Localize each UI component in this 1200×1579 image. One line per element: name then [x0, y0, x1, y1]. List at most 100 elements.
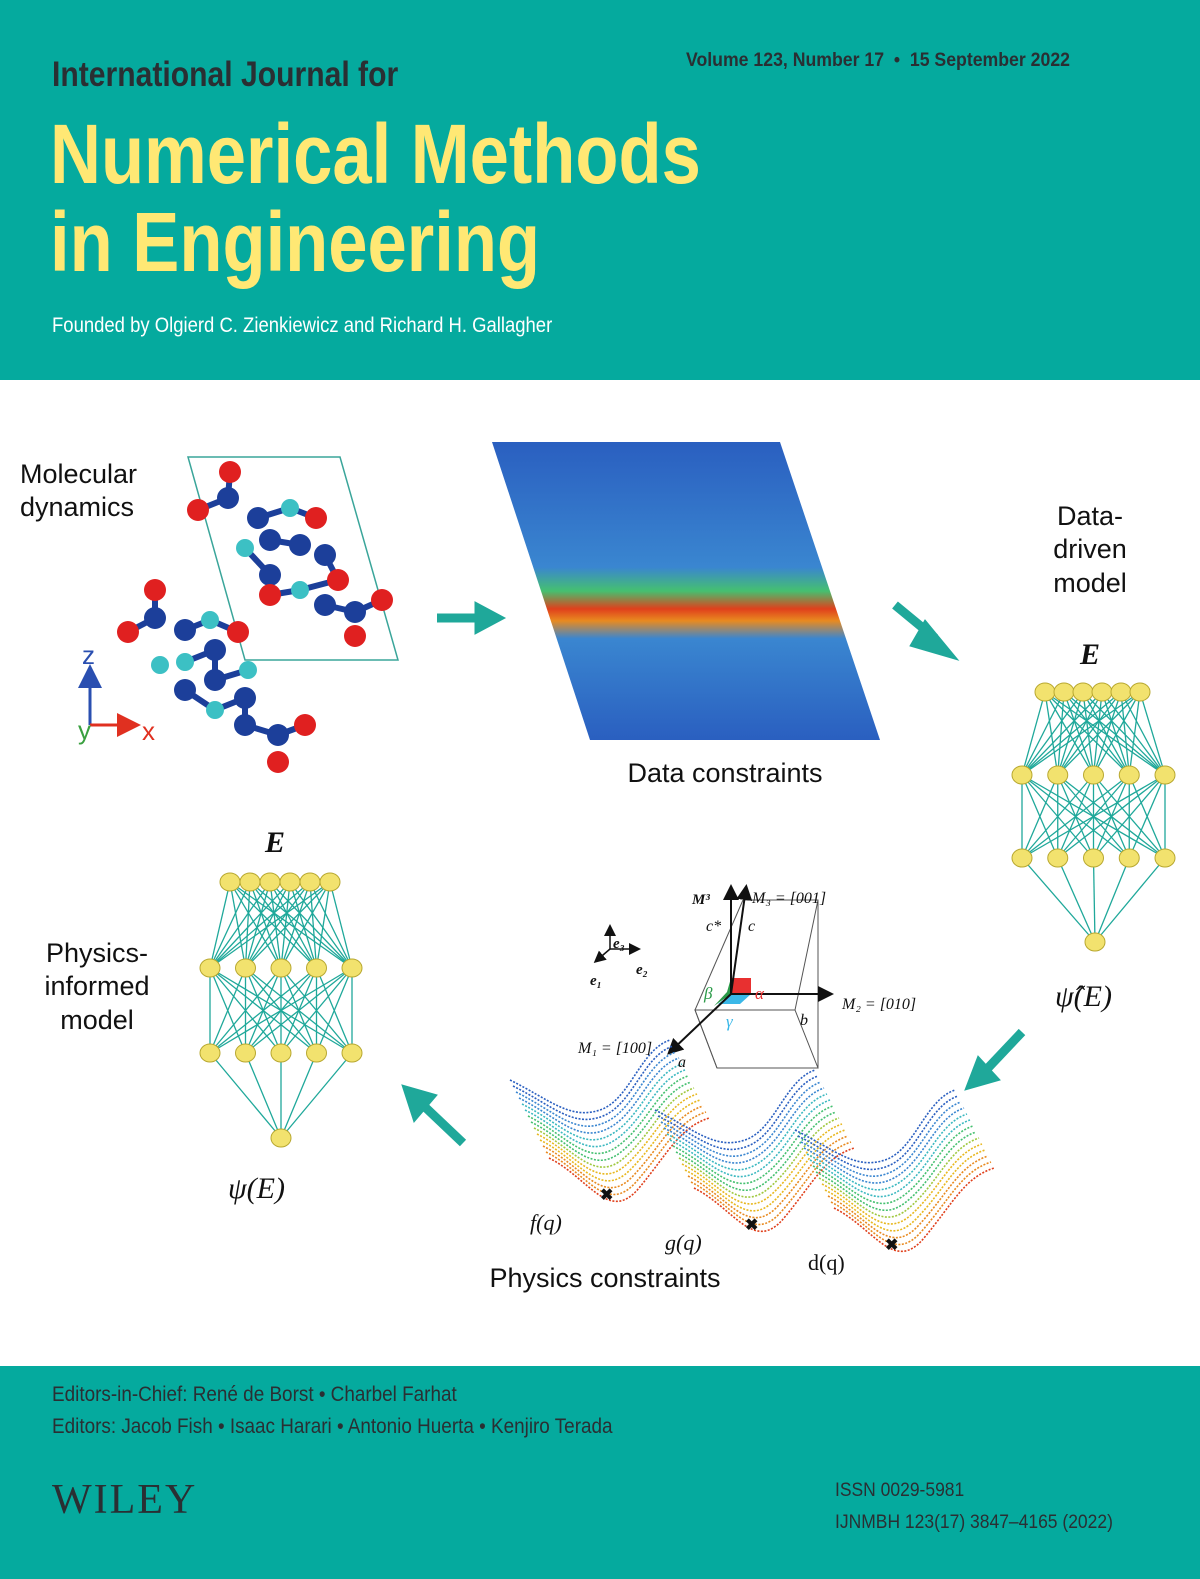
surface-contour	[666, 1093, 828, 1171]
surface-contour	[684, 1129, 846, 1212]
molecule-atom	[314, 544, 336, 566]
editors: Editors: Jacob Fish • Isaac Harari • Ant…	[52, 1415, 613, 1438]
molecule-atom	[144, 579, 166, 601]
molecule-atom	[305, 507, 327, 529]
molecule-atom	[344, 625, 366, 647]
network-edge	[1092, 691, 1141, 776]
label-axis-z: z	[82, 640, 95, 670]
crystal-diagram	[593, 884, 834, 1069]
network-node	[1118, 848, 1140, 868]
label-axis-x: x	[142, 716, 155, 746]
molecule-atom	[217, 487, 239, 509]
network-edge	[1021, 774, 1130, 859]
network-edge	[1094, 857, 1166, 943]
surface-contour	[687, 1135, 849, 1219]
surface-contour	[527, 1075, 689, 1155]
network-edge	[209, 967, 282, 1054]
label-molecular-dynamics: Molecular dynamics	[20, 459, 138, 523]
network-node	[306, 958, 327, 978]
network-node	[1154, 765, 1176, 785]
surface-contour	[794, 1089, 956, 1164]
surface-contour	[824, 1149, 986, 1232]
surface-contour	[821, 1143, 983, 1225]
surface-contour	[663, 1087, 825, 1164]
molecule-atom	[144, 607, 166, 629]
label-data-driven-model: Data- driven model	[1053, 501, 1127, 598]
label-physics-constraints: Physics constraints	[489, 1263, 721, 1293]
molecule-atom	[294, 714, 316, 736]
surface-contour	[672, 1105, 834, 1185]
molecule-atom	[259, 529, 281, 551]
network-edge	[244, 881, 311, 969]
network-edge	[280, 881, 311, 969]
cover-header: International Journal for Volume 123, Nu…	[0, 0, 1200, 380]
label-g-q: g(q)	[665, 1230, 702, 1255]
network-node	[1034, 682, 1056, 702]
network-edge	[1128, 774, 1166, 859]
surface-contour	[693, 1147, 855, 1233]
network-edge	[1093, 774, 1166, 859]
network-node	[341, 958, 363, 978]
surface-contour	[812, 1125, 974, 1205]
molecule-atom	[227, 621, 249, 643]
molecule-atom	[174, 679, 196, 701]
surface-contour	[509, 1039, 671, 1114]
network-node	[270, 1043, 292, 1063]
surface-contour	[797, 1095, 959, 1171]
network-edge	[229, 881, 282, 969]
molecule-atom	[291, 581, 309, 599]
molecule-atom	[281, 499, 299, 517]
network-edge	[209, 967, 353, 1054]
network-edge	[280, 881, 331, 969]
surface-contour	[533, 1087, 695, 1168]
network-edge	[249, 881, 282, 969]
label-energy-left: E	[265, 826, 286, 859]
network-edge	[1057, 774, 1166, 859]
network-node	[239, 872, 261, 892]
journal-title-line2: in Engineering	[50, 195, 541, 289]
molecule-atom	[344, 601, 366, 623]
minimum-marker: ✖	[745, 1217, 758, 1234]
surface-contour	[657, 1075, 819, 1151]
surface-contour	[830, 1161, 992, 1246]
network-node	[199, 958, 221, 978]
network-node	[1083, 848, 1104, 868]
network-edge	[1063, 691, 1095, 776]
network-edge	[244, 1052, 282, 1139]
network-node	[1011, 765, 1033, 785]
network-edge	[1021, 691, 1122, 776]
network-edge	[289, 881, 353, 969]
cover-footer	[0, 1366, 1200, 1579]
molecule-atom	[247, 507, 269, 529]
label-M3: M₃ = [001]	[752, 890, 827, 907]
label-e1: e₁	[590, 973, 602, 989]
network-edge	[1139, 691, 1166, 776]
network-edge	[209, 881, 231, 969]
issn: ISSN 0029-5981	[835, 1480, 965, 1501]
surface-contour	[654, 1069, 816, 1144]
network-edge	[1044, 691, 1130, 776]
network-edge	[1120, 691, 1130, 776]
molecule-atom	[371, 589, 393, 611]
network-node	[1154, 848, 1176, 868]
network-edge	[315, 881, 331, 969]
flow-arrows	[401, 601, 1026, 1147]
network-edge	[1057, 691, 1084, 776]
surface-contour	[818, 1137, 980, 1218]
network-edge	[209, 881, 311, 969]
network-edge	[244, 881, 291, 969]
surface-contour	[512, 1045, 674, 1121]
editors-in-chief: Editors-in-Chief: René de Borst • Charbe…	[52, 1383, 457, 1406]
molecule-atoms	[117, 461, 393, 773]
surface-contour	[675, 1111, 837, 1192]
network-edge	[289, 881, 318, 969]
network-edge	[244, 881, 251, 969]
network-node	[319, 872, 341, 892]
network-edge	[1044, 691, 1059, 776]
molecule-atom	[206, 701, 224, 719]
label-energy-right: E	[1080, 638, 1101, 671]
journal-title-line1: Numerical Methods	[50, 107, 701, 201]
data-constraints-slab	[492, 442, 880, 740]
network-edge	[1082, 691, 1166, 776]
physics-constraint-surfaces: ✖✖✖	[509, 1039, 995, 1254]
